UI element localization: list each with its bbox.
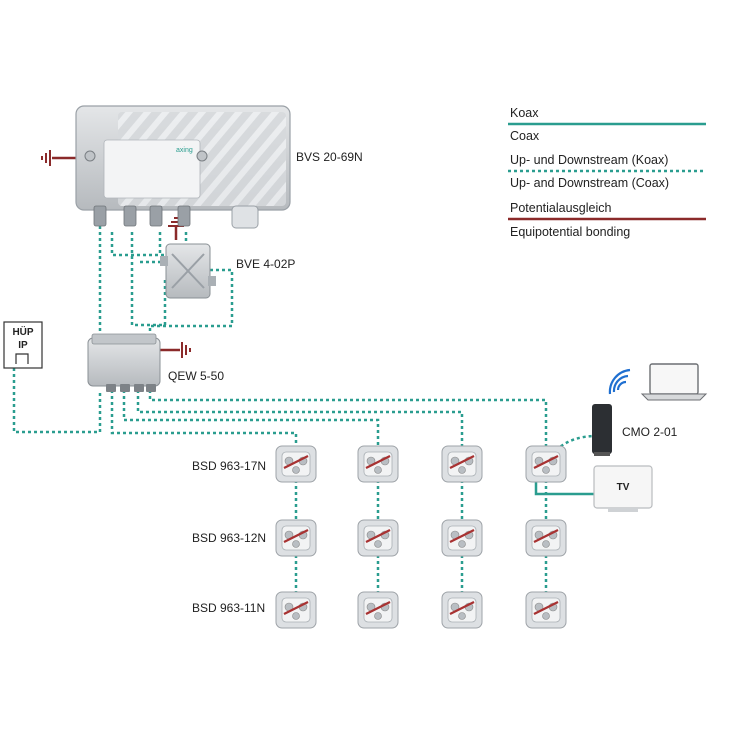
- socket-r1-c2: [356, 444, 400, 484]
- cables-updown: [12, 220, 597, 592]
- legend-updown-en: Up- and Downstream (Coax): [510, 176, 669, 190]
- amplifier-brand: axing: [176, 147, 193, 154]
- legend-coax-de: Koax: [510, 106, 539, 120]
- socket-r1-c1: [274, 444, 318, 484]
- coupler-label: BVE 4-02P: [236, 257, 295, 271]
- legend-updown-de: Up- und Downstream (Koax): [510, 153, 668, 167]
- socket-r3-c1: [274, 590, 318, 630]
- legend-bonding-en: Equipotential bonding: [510, 225, 630, 239]
- wifi-icon: [608, 368, 631, 395]
- legend: Koax Coax Up- und Downstream (Koax) Up- …: [508, 106, 706, 239]
- socket-r2-c2: [356, 518, 400, 558]
- socket-r3-c3: [440, 590, 484, 630]
- splitter-device: [87, 333, 161, 392]
- legend-coax-en: Coax: [510, 129, 540, 143]
- socket-r2-c3: [440, 518, 484, 558]
- legend-bonding-de: Potentialausgleich: [510, 201, 612, 215]
- laptop-icon: [640, 363, 708, 401]
- modem-label: CMO 2-01: [622, 425, 678, 439]
- amplifier-device: axing: [75, 105, 291, 229]
- socket-row1-label: BSD 963-17N: [192, 459, 266, 473]
- socket-r3-c4: [524, 590, 568, 630]
- sockets-grid: [274, 444, 568, 630]
- amplifier-label: BVS 20-69N: [296, 150, 363, 164]
- tv-device: TV: [593, 465, 653, 512]
- socket-row3-label: BSD 963-11N: [192, 601, 265, 615]
- tv-label: TV: [617, 482, 630, 493]
- ground-icon: [41, 150, 191, 358]
- coupler-device: [160, 243, 216, 299]
- socket-r3-c2: [356, 590, 400, 630]
- socket-row2-label: BSD 963-12N: [192, 531, 266, 545]
- hup-box: HÜP IP: [3, 321, 43, 369]
- hup-label-line2: IP: [18, 340, 28, 351]
- splitter-label: QEW 5-50: [168, 369, 224, 383]
- socket-r2-c4: [524, 518, 568, 558]
- hup-label-line1: HÜP: [12, 325, 33, 338]
- modem-device: [592, 404, 612, 456]
- socket-r1-c3: [440, 444, 484, 484]
- socket-r1-c4: [524, 444, 568, 484]
- socket-r2-c1: [274, 518, 318, 558]
